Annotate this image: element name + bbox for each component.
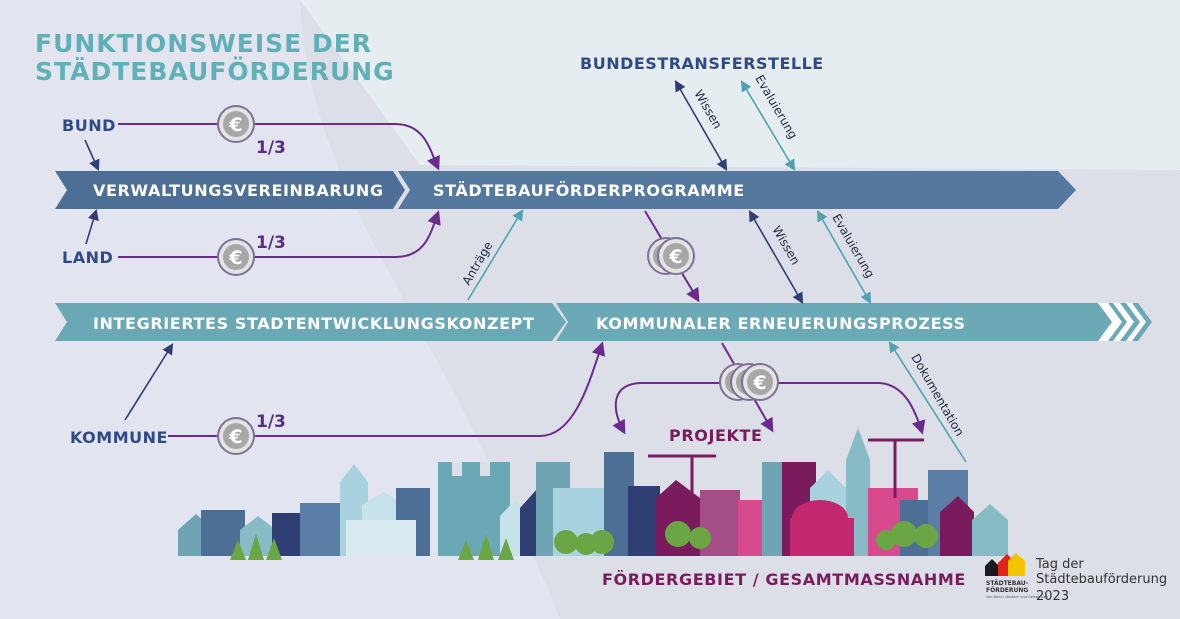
euro-icon: € — [228, 114, 242, 136]
coin-land: € — [217, 238, 255, 276]
projekte-label: PROJEKTE — [669, 426, 763, 445]
fraction-kommune: 1/3 — [256, 412, 286, 432]
coin-stack-prozess: € — [719, 363, 779, 401]
actor-land: LAND — [62, 248, 113, 267]
logo-line1: Tag der — [1035, 557, 1084, 572]
band-isek-label: INTEGRIERTES STADTENTWICKLUNGSKONZEPT — [93, 314, 535, 333]
euro-icon: € — [668, 246, 682, 268]
band-verwaltungsvereinbarung: VERWALTUNGSVEREINBARUNG — [55, 171, 405, 209]
band-programme-label: STÄDTEBAUFÖRDERPROGRAMME — [433, 181, 745, 200]
logo-line2: Städtebauförderung — [1036, 572, 1167, 587]
page-title-line1: FUNKTIONSWEISE DER — [35, 29, 372, 58]
actor-bundestransferstelle: BUNDESTRANSFERSTELLE — [580, 54, 824, 73]
logo-year: 2023 — [1036, 589, 1069, 604]
fraction-land: 1/3 — [256, 233, 286, 253]
coin-stack-programme: € — [647, 237, 695, 275]
actor-kommune: KOMMUNE — [70, 428, 168, 447]
euro-icon: € — [228, 426, 242, 448]
band-prozess-label: KOMMUNALER ERNEUERUNGSPROZESS — [596, 314, 966, 333]
coin-bund: € — [217, 105, 255, 143]
page-title-line2: STÄDTEBAUFÖRDERUNG — [35, 56, 395, 86]
band-programme: STÄDTEBAUFÖRDERPROGRAMME — [398, 171, 1076, 209]
logo-small-line1: STÄDTEBAU- — [986, 580, 1029, 587]
logo-small-line2: FÖRDERUNG — [986, 587, 1028, 594]
band-prozess: KOMMUNALER ERNEUERUNGSPROZESS — [556, 303, 1152, 341]
euro-icon: € — [752, 372, 766, 394]
euro-icon: € — [228, 247, 242, 269]
fraction-bund: 1/3 — [256, 138, 286, 158]
actor-bund: BUND — [62, 116, 116, 135]
band-verwaltungsvereinbarung-label: VERWALTUNGSVEREINBARUNG — [93, 181, 384, 200]
band-isek: INTEGRIERTES STADTENTWICKLUNGSKONZEPT — [55, 303, 566, 341]
coin-kommune: € — [217, 417, 255, 455]
foerdergebiet-label: FÖRDERGEBIET / GESAMTMASSNAHME — [602, 570, 966, 589]
